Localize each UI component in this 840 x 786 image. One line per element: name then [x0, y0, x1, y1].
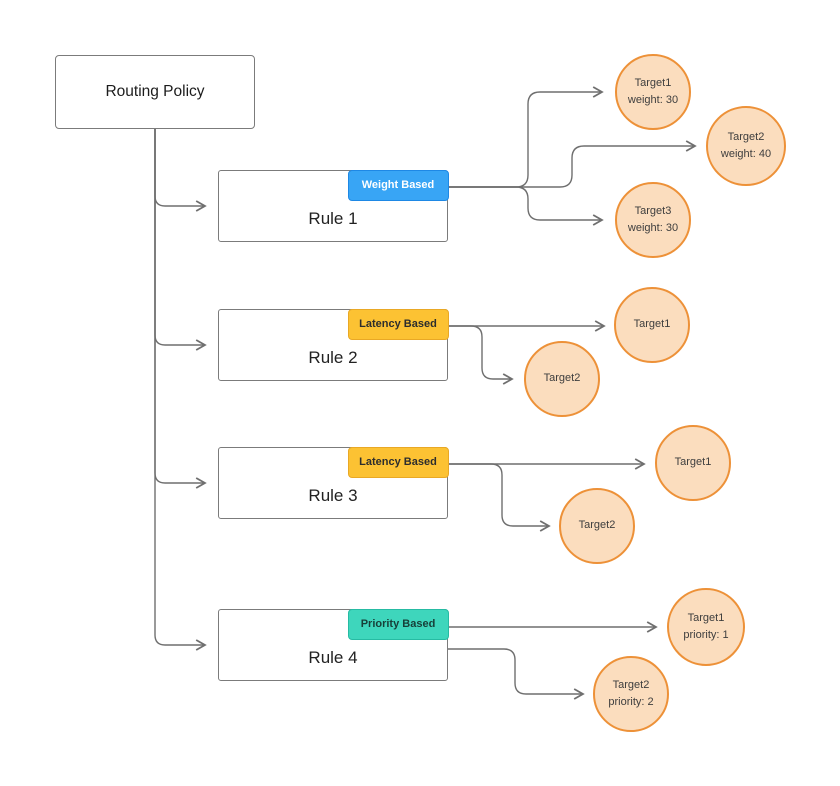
connector-rule4-to-target2: [448, 648, 585, 700]
connector-root-to-rule4: [154, 129, 207, 651]
rule2-type-badge: Latency Based: [347, 308, 449, 340]
rule2-node[interactable]: Rule 2 Latency Based: [218, 308, 449, 381]
target-name: Target1: [674, 456, 712, 469]
connector-root-to-rule3: [154, 129, 207, 489]
target-name: Target2: [543, 372, 581, 385]
connector-rule1-to-target1: [448, 86, 604, 188]
rule3-target1-node[interactable]: Target1: [655, 425, 731, 501]
rule4-target2-node[interactable]: Target2 priority: 2: [593, 656, 669, 732]
rule4-badge-label: Priority Based: [360, 618, 436, 630]
rule4-node[interactable]: Rule 4 Priority Based: [218, 608, 449, 681]
connector-root-to-rule2: [154, 129, 207, 351]
rule1-target2-node[interactable]: Target2 weight: 40: [706, 106, 786, 186]
rule3-type-badge: Latency Based: [347, 446, 449, 478]
target-priority: priority: 2: [608, 696, 654, 708]
connector-rule2-to-target2: [448, 325, 514, 385]
rule1-node[interactable]: Rule 1 Weight Based: [218, 169, 449, 242]
rule3-target2-node[interactable]: Target2: [559, 488, 635, 564]
rule4-target1-node[interactable]: Target1 priority: 1: [667, 588, 745, 666]
target-priority: priority: 1: [683, 629, 729, 641]
routing-policy-label: Routing Policy: [105, 83, 205, 100]
rule2-target1-node[interactable]: Target1: [614, 287, 690, 363]
rule2-badge-label: Latency Based: [359, 318, 437, 330]
target-name: Target2: [578, 519, 616, 532]
rule4-type-badge: Priority Based: [347, 608, 449, 640]
rule2-label: Rule 2: [308, 348, 358, 367]
target-name: Target2: [612, 678, 650, 691]
rule4-label: Rule 4: [308, 648, 358, 667]
connector-rule1-to-target2: [448, 140, 697, 188]
rule3-label: Rule 3: [308, 486, 358, 505]
rule2-target2-node[interactable]: Target2: [524, 341, 600, 417]
target-name: Target1: [633, 318, 671, 331]
rule1-target3-node[interactable]: Target3 weight: 30: [615, 182, 691, 258]
rule1-target1-node[interactable]: Target1 weight: 30: [615, 54, 691, 130]
target-weight: weight: 30: [627, 94, 679, 106]
target-name: Target2: [727, 130, 765, 143]
target-weight: weight: 40: [720, 148, 772, 160]
target-weight: weight: 30: [627, 222, 679, 234]
rule1-label: Rule 1: [308, 209, 358, 228]
target-name: Target1: [687, 611, 725, 624]
rule1-badge-label: Weight Based: [361, 179, 435, 191]
connector-rule3-to-target2: [448, 463, 551, 532]
connector-root-to-rule1: [154, 129, 207, 212]
rule1-type-badge: Weight Based: [347, 169, 449, 201]
connector-rule1-to-target3: [448, 186, 604, 226]
rule3-badge-label: Latency Based: [359, 456, 437, 468]
target-name: Target3: [634, 204, 672, 217]
rule3-node[interactable]: Rule 3 Latency Based: [218, 446, 449, 519]
routing-policy-node[interactable]: Routing Policy: [55, 55, 255, 129]
target-name: Target1: [634, 76, 672, 89]
